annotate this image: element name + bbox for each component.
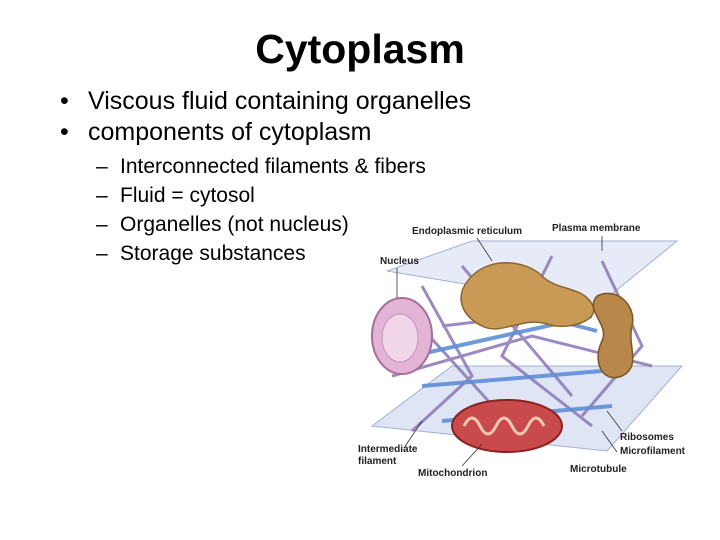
cytoplasm-diagram: Endoplasmic reticulum Plasma membrane Nu… xyxy=(358,223,686,479)
leader-lines xyxy=(396,236,623,467)
label-intermediate-filament-2: filament xyxy=(358,456,397,467)
sub-bullet-item: Storage substances xyxy=(96,239,426,268)
label-nucleus: Nucleus xyxy=(380,256,419,267)
bullet-item: components of cytoplasm xyxy=(60,117,471,148)
label-mitochondrion: Mitochondrion xyxy=(418,468,487,479)
bullet-item: Viscous fluid containing organelles xyxy=(60,86,471,117)
sub-bullet-item: Fluid = cytosol xyxy=(96,181,426,210)
label-microtubule: Microtubule xyxy=(570,464,627,475)
sub-bullet-list: Interconnected filaments & fibers Fluid … xyxy=(96,152,426,268)
label-plasma-membrane: Plasma membrane xyxy=(552,223,641,234)
label-ribosomes: Ribosomes xyxy=(620,432,674,443)
endoplasmic-reticulum-shape xyxy=(460,262,595,330)
bullet-list: Viscous fluid containing organelles comp… xyxy=(60,86,471,148)
mitochondrion-shape xyxy=(451,399,563,453)
nucleus-inner xyxy=(381,313,419,363)
label-endoplasmic-reticulum: Endoplasmic reticulum xyxy=(412,226,522,237)
mitochondrion-cristae xyxy=(462,416,546,436)
sub-bullet-item: Organelles (not nucleus) xyxy=(96,210,426,239)
label-intermediate-filament-1: Intermediate xyxy=(358,444,418,455)
label-microfilament: Microfilament xyxy=(620,446,686,457)
sub-bullet-item: Interconnected filaments & fibers xyxy=(96,152,426,181)
slide-title: Cytoplasm xyxy=(255,26,465,72)
er-fold-2 xyxy=(592,292,634,379)
